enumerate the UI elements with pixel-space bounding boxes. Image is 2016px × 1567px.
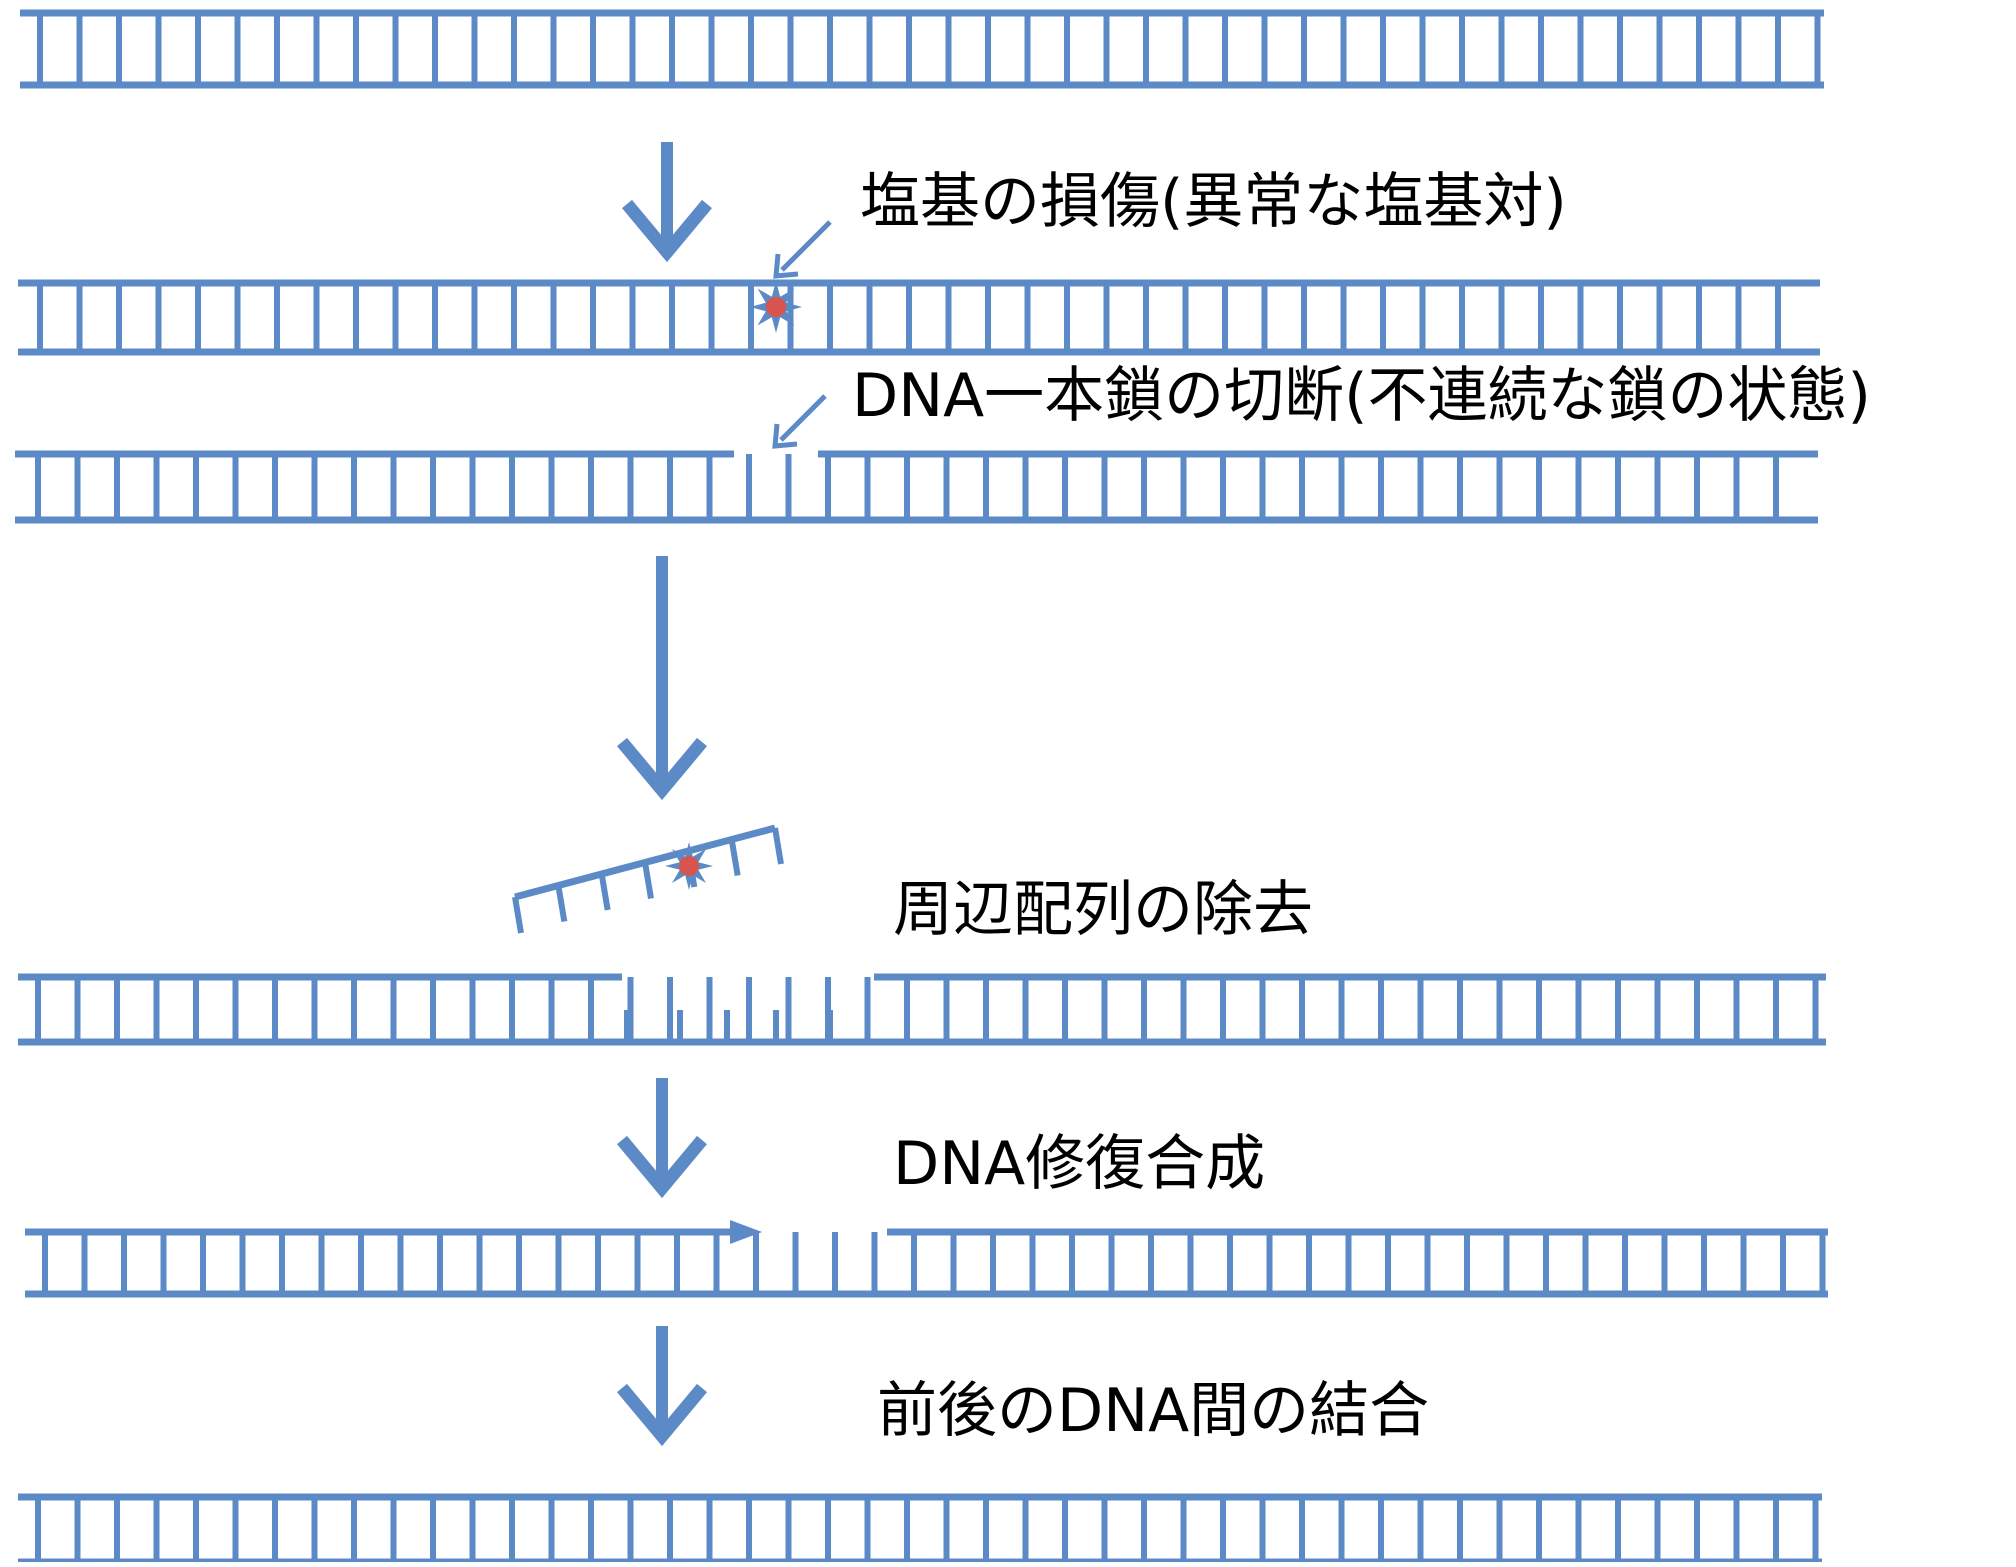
damage-pointer-shaft	[780, 220, 832, 272]
down-arrow-4-head	[617, 1383, 707, 1447]
excised-damage-dot	[679, 856, 699, 876]
label-single-strand-break: DNA一本鎖の切断(不連続な鎖の状態)	[852, 361, 1871, 431]
down-arrow-1-head	[622, 199, 712, 263]
excised-fragment-rung	[772, 827, 784, 865]
down-arrow-3-head	[617, 1135, 707, 1199]
excised-fragment-rung	[512, 896, 524, 934]
excised-fragment-rung	[728, 839, 741, 876]
label-ligation: 前後のDNA間の結合	[877, 1376, 1430, 1446]
excised-fragment-rung	[642, 862, 654, 899]
damage-pointer-head	[773, 253, 799, 279]
damaged-base-dot	[766, 297, 786, 317]
break-pointer-head	[772, 423, 798, 449]
excised-fragment-rung	[598, 873, 611, 911]
synthesis-arrowhead	[730, 1220, 762, 1244]
label-excision: 周辺配列の除去	[893, 875, 1313, 945]
label-base-damage: 塩基の損傷(異常な塩基対)	[860, 167, 1567, 237]
break-pointer-shaft	[779, 394, 827, 442]
excised-fragment-rung	[555, 885, 568, 922]
label-repair-synthesis: DNA修復合成	[893, 1129, 1266, 1199]
down-arrow-2-head	[617, 737, 707, 801]
